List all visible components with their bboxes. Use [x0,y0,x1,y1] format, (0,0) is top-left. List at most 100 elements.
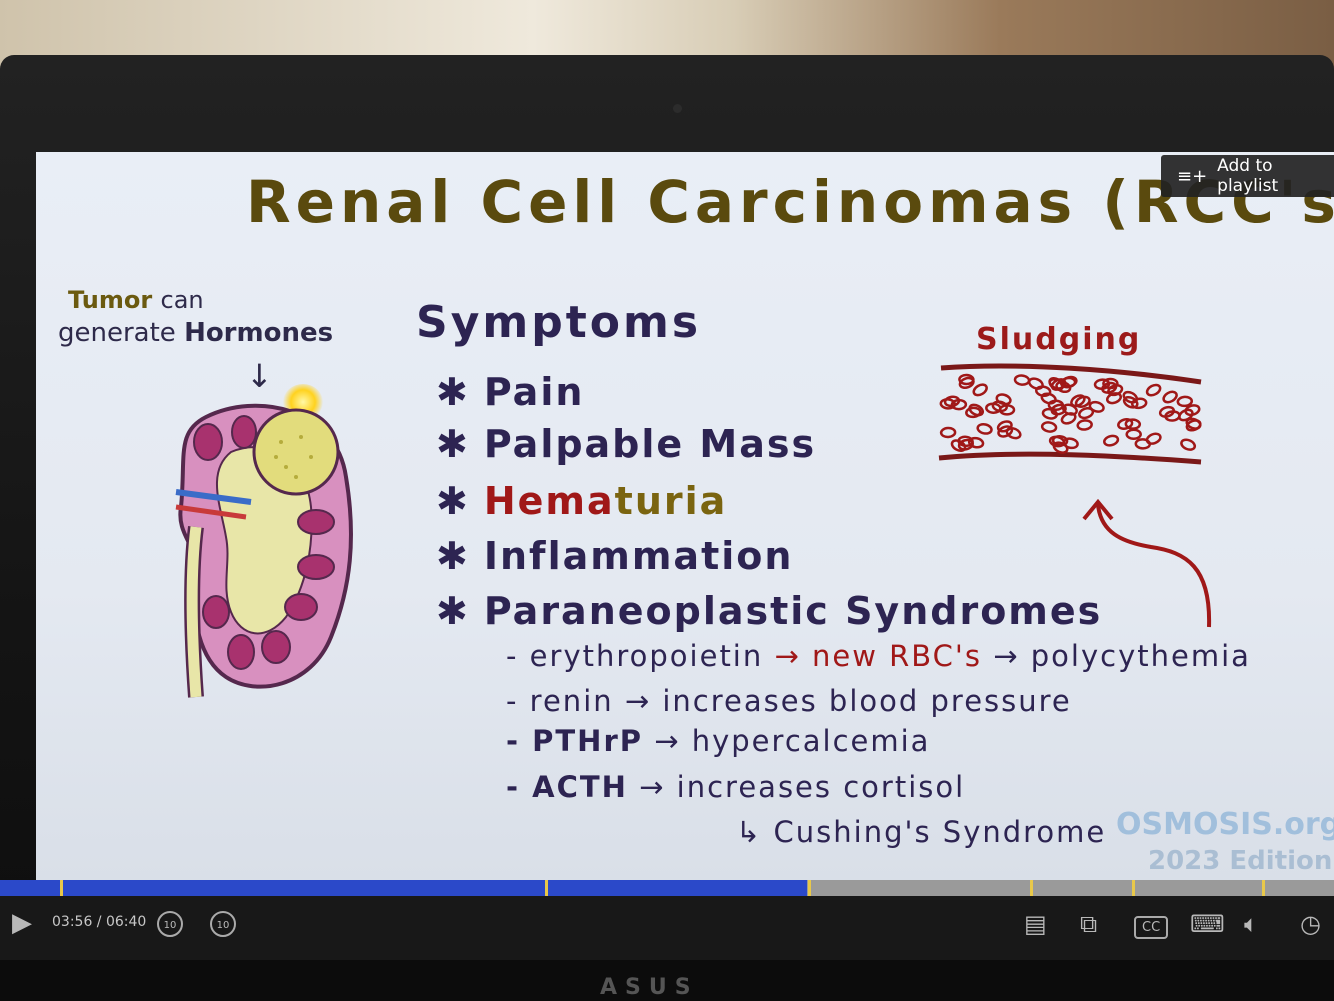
chapter-marker[interactable] [1262,880,1265,896]
tumor-label: Tumor can [68,286,204,314]
red-blood-cell [1158,405,1176,418]
chapter-marker[interactable] [545,880,548,896]
keyboard-icon[interactable]: ⌨ [1190,910,1225,938]
bullet-paraneoplastic-text: Paraneoplastic Syndromes [483,589,1103,633]
acth-result-text: → increases cortisol [639,770,966,804]
bullet-pain: ✱Pain [436,370,585,414]
red-blood-cell [1093,378,1111,390]
chapter-marker[interactable] [808,880,811,896]
red-blood-cell [1074,395,1091,408]
chapter-marker[interactable] [60,880,63,896]
laptop-bottom-bezel [0,960,1334,1001]
red-blood-cell [1048,376,1064,390]
red-blood-cell [1176,395,1194,408]
red-blood-cell [1117,418,1134,430]
bullet-mass-text: Palpable Mass [483,422,817,466]
sub-erythropoietin: - erythropoietin → new RBC's → polycythe… [506,639,1251,673]
red-blood-cell [1184,404,1201,417]
red-blood-cell [1047,399,1065,411]
red-blood-cell [1131,397,1148,410]
red-blood-cell [995,393,1012,406]
red-blood-cell [939,426,957,439]
red-blood-cell [1048,435,1066,448]
red-blood-cell [967,436,985,449]
red-blood-cell [950,398,968,411]
red-blood-cell [1107,384,1124,397]
speed-icon[interactable]: ◷ [1300,910,1321,938]
red-blood-cell [1088,400,1105,413]
epo-result-text: → polycythemia [993,639,1251,673]
red-blood-cell [1145,432,1162,445]
hematuria-red-part: Hema [483,479,615,523]
down-arrow-icon: ↓ [246,357,273,395]
red-blood-cell [1125,428,1142,441]
curved-arrow-icon [1082,498,1212,628]
red-blood-cell [939,398,957,410]
red-blood-cell [965,406,982,419]
epo-text: - erythropoietin [506,639,764,673]
red-blood-cell [1035,385,1052,398]
bullet-inflammation-text: Inflammation [483,534,794,578]
sub-renin: - renin → increases blood pressure [506,684,1072,718]
red-blood-cell [1122,395,1139,409]
red-blood-cell [1005,427,1022,440]
red-blood-cell [1103,434,1120,447]
red-blood-cell [968,403,985,417]
red-blood-cell [972,383,988,397]
red-blood-cell [1162,390,1178,404]
red-blood-cell [1050,403,1067,416]
video-frame[interactable]: Renal Cell Carcinomas (RCC's) Tumor can … [36,152,1334,880]
transcript-icon[interactable]: ▤ [1024,910,1047,938]
progress-fill [0,880,808,896]
sludging-label: Sludging [976,322,1142,357]
player-controls: ▶ 03:56 / 06:40 10 10 ▤ ⧉ CC ⌨ 🔈︎ ◷ [0,896,1334,960]
laptop-brand-logo: ASUS [600,975,699,1000]
red-blood-cell [1134,438,1152,450]
can-word: can [160,286,204,314]
red-blood-cell [1178,408,1194,422]
tumor-word: Tumor [68,286,153,314]
sludging-vessel-illustration [938,363,1202,465]
bullet-hematuria: ✱Hematuria [436,479,728,523]
red-blood-cell [1055,380,1072,394]
forward-10-icon[interactable]: 10 [210,911,236,937]
red-blood-cell [1076,419,1093,431]
chapter-marker[interactable] [1030,880,1033,896]
edition-watermark: 2023 Edition [1148,846,1333,876]
acth-text: - ACTH [506,770,628,804]
red-blood-cell [1070,394,1086,408]
volume-icon[interactable]: 🔈︎ [1244,910,1259,938]
red-blood-cell [1041,407,1059,420]
progress-bar[interactable] [0,880,1334,896]
add-to-playlist-button[interactable]: ≡+ Add to playlist [1161,155,1334,197]
red-blood-cell [958,376,975,389]
play-icon[interactable]: ▶ [12,908,32,938]
cc-icon[interactable]: CC [1134,916,1169,939]
red-blood-cell [1013,374,1031,386]
sub-acth: - ACTH → increases cortisol [506,770,965,804]
chapter-marker[interactable] [1132,880,1135,896]
bullet-pain-text: Pain [483,370,585,414]
epo-rbc-text: → new RBC's [774,639,983,673]
rewind-10-icon[interactable]: 10 [157,911,183,937]
bullet-inflammation: ✱Inflammation [436,534,794,578]
red-blood-cell [1040,421,1058,433]
sub-pthrp: - PTHrP → hypercalcemia [506,724,930,758]
red-blood-cell [1185,419,1202,432]
playlist-add-icon: ≡+ [1177,165,1208,187]
red-blood-cell [1124,418,1142,430]
symptoms-header: Symptoms [416,297,702,348]
red-blood-cell [1180,438,1197,451]
red-blood-cell [957,438,974,451]
hormones-word: Hormones [184,318,334,348]
red-blood-cell [976,423,993,435]
osmosis-watermark: OSMOSIS.org [1116,807,1334,842]
slide-title: Renal Cell Carcinomas (RCC's) [246,168,1334,236]
webcam [673,104,682,113]
sub-cushing: ↳ Cushing's Syndrome [736,815,1107,849]
pip-icon[interactable]: ⧉ [1080,910,1098,938]
red-blood-cell [1145,383,1162,397]
add-to-playlist-label: Add to playlist [1217,156,1279,196]
time-display: 03:56 / 06:40 [52,914,147,930]
bullet-palpable-mass: ✱Palpable Mass [436,422,817,466]
